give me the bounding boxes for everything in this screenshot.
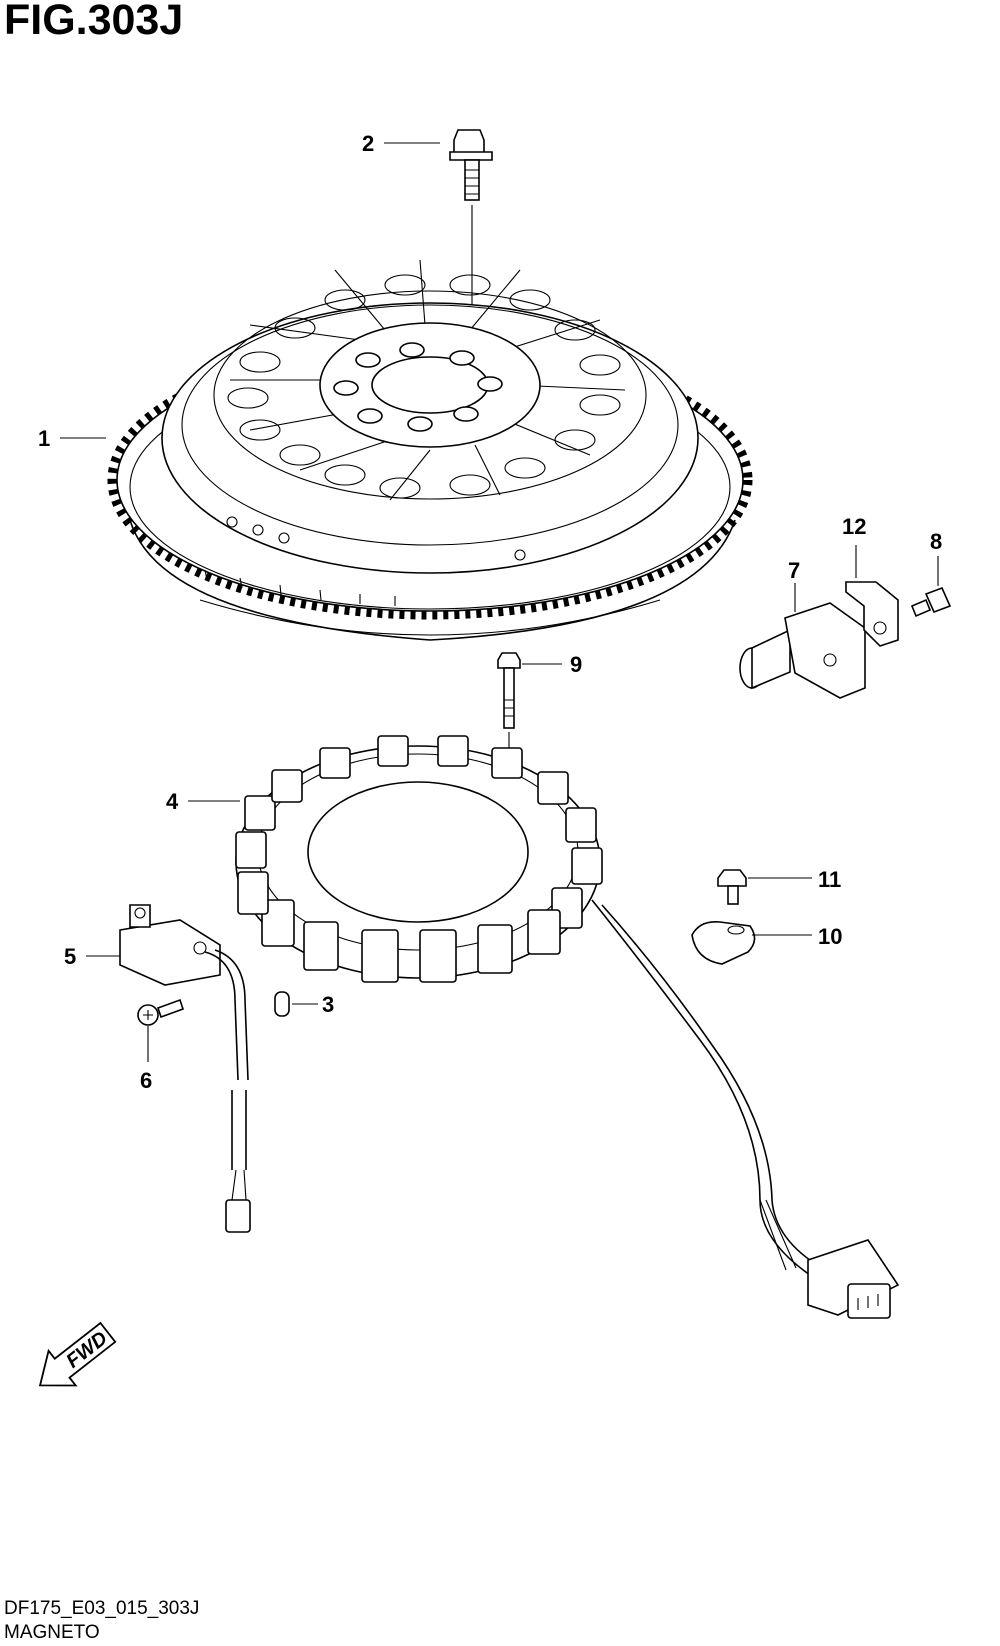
- callout-leaders: [60, 142, 562, 957]
- figure-title: FIG.303J: [4, 0, 184, 44]
- part-1-flywheel: [107, 259, 753, 641]
- callout-7: 7: [788, 558, 800, 583]
- part-11-bolt: [717, 869, 812, 905]
- callout-3: 3: [322, 992, 334, 1017]
- section-name: MAGNETO: [4, 1622, 100, 1643]
- fwd-direction-arrow: FWD: [38, 1321, 117, 1387]
- callout-10: 10: [818, 924, 842, 949]
- callout-5: 5: [64, 944, 76, 969]
- stator-coils: [235, 735, 603, 983]
- part-7-sensor: [739, 583, 866, 699]
- callout-8: 8: [930, 529, 942, 554]
- callout-6: 6: [140, 1068, 152, 1093]
- callout-2: 2: [362, 131, 374, 156]
- callout-12: 12: [842, 514, 866, 539]
- part-10-clamp: [691, 920, 812, 965]
- part-8-bolt: [910, 556, 952, 618]
- part-5-pulser-coil: [119, 904, 251, 1233]
- callout-11: 11: [818, 867, 841, 892]
- part-6-screw: [137, 998, 185, 1062]
- part-3-dowel-pin: [274, 991, 318, 1017]
- part-4-stator: [235, 735, 900, 1319]
- callout-1: 1: [38, 426, 50, 451]
- callout-9: 9: [570, 652, 582, 677]
- part-12-bracket: [845, 545, 899, 647]
- callout-4: 4: [166, 789, 179, 814]
- diagram-code: DF175_E03_015_303J: [4, 1598, 200, 1619]
